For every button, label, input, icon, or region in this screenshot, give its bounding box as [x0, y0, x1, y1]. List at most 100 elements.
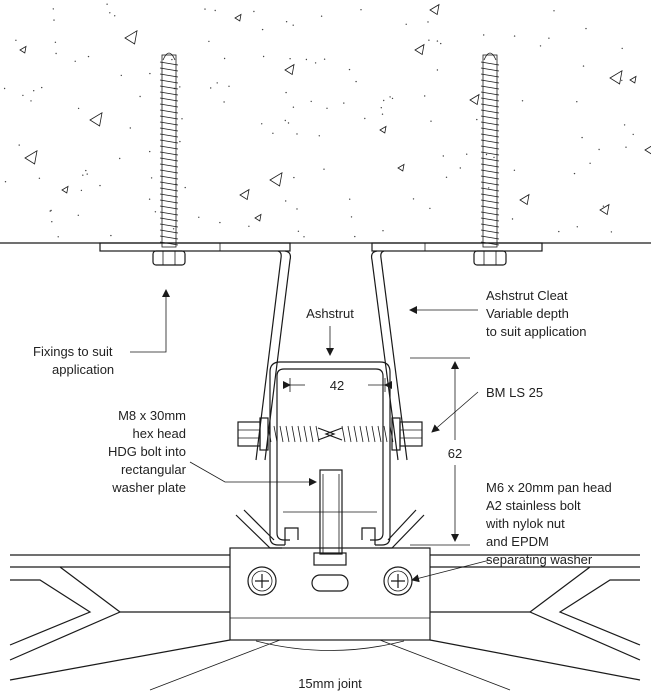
aggregate-mark — [519, 193, 530, 206]
aggregate-dot — [129, 127, 131, 129]
aggregate-dot — [18, 144, 20, 146]
aggregate-dot — [284, 119, 286, 122]
aggregate-dot — [216, 82, 218, 84]
aggregate-mark — [61, 185, 69, 194]
aggregate-dot — [553, 10, 555, 12]
aggregate-dot — [485, 153, 488, 156]
aggregate-dot — [228, 85, 230, 88]
aggregate-dot — [459, 167, 461, 169]
aggregate-dot — [521, 100, 524, 102]
aggregate-dot — [576, 101, 578, 103]
right-pan-head-bolt — [383, 566, 413, 596]
aggregate-dot — [219, 221, 221, 224]
annotations: Ashstrut Ashstrut Cleat Variable depth t… — [33, 288, 612, 691]
left-pan-head-bolt — [247, 566, 277, 596]
aggregate-dot — [585, 27, 587, 30]
aggregate-dot — [52, 8, 54, 10]
aggregate-dot — [179, 140, 181, 143]
aggregate-dot — [350, 216, 353, 218]
aggregate-dot — [440, 42, 442, 45]
aggregate-dot — [120, 74, 123, 77]
aggregate-dot — [150, 177, 153, 179]
aggregate-dot — [548, 37, 550, 39]
dimension-42: 42 — [283, 378, 392, 393]
aggregate-dot — [210, 87, 212, 89]
aggregate-dot — [38, 177, 41, 179]
aggregate-dot — [625, 146, 627, 148]
dimension-62: 62 — [410, 357, 470, 546]
label-fixings-line-2: application — [52, 362, 114, 377]
aggregate-dot — [364, 117, 366, 120]
label-cleat-line-2: Variable depth — [486, 306, 569, 321]
label-pan-line-2: A2 stainless bolt — [486, 498, 581, 513]
aggregate-mark — [644, 145, 651, 155]
ashstrut-channel — [269, 361, 391, 546]
aggregate-dot — [285, 21, 288, 23]
aggregate-dot — [51, 221, 53, 223]
aggregate-dot — [349, 198, 351, 200]
aggregate-dot — [466, 153, 468, 155]
aggregate-dot — [428, 39, 430, 41]
aggregate-mark — [397, 163, 405, 172]
m8-hex-bolt — [313, 469, 347, 566]
concrete-slab — [0, 0, 651, 244]
cleat-base-plates — [99, 242, 543, 266]
dimension-62-label: 62 — [448, 446, 462, 461]
aggregate-dot — [383, 99, 385, 102]
label-bolt-line-2: hex head — [133, 426, 187, 441]
aggregate-dot — [558, 230, 560, 233]
aggregate-dot — [55, 52, 57, 55]
label-pan-line-4: and EPDM — [486, 534, 549, 549]
aggregate-dot — [323, 168, 325, 170]
aggregate-dot — [391, 97, 394, 100]
aggregate-dot — [296, 133, 298, 135]
aggregate-dot — [285, 200, 287, 202]
aggregate-dot — [82, 174, 84, 176]
label-bolt-line-3: HDG bolt into — [108, 444, 186, 459]
aggregate-dot — [303, 236, 305, 238]
aggregate-mark — [429, 3, 440, 16]
aggregate-dot — [253, 10, 255, 13]
aggregate-dot — [109, 12, 111, 14]
aggregate-dot — [293, 176, 295, 179]
aggregate-dot — [208, 40, 210, 43]
aggregate-mark — [254, 213, 262, 222]
leader-lines — [130, 289, 491, 583]
aggregate-mark — [234, 13, 242, 22]
label-ashstrut: Ashstrut — [306, 306, 354, 321]
aggregate-dot — [429, 207, 431, 210]
aggregate-dot — [15, 39, 17, 41]
aggregate-dot — [427, 21, 429, 23]
label-fixings-line-1: Fixings to suit — [33, 344, 113, 359]
label-joint: 15mm joint — [298, 676, 362, 691]
aggregate-mark — [24, 150, 38, 165]
aggregate-dot — [287, 122, 290, 124]
aggregate-mark — [414, 43, 425, 56]
aggregate-dot — [436, 40, 439, 42]
label-cleat-line-1: Ashstrut Cleat — [486, 288, 568, 303]
aggregate-dot — [261, 123, 263, 125]
aggregate-dot — [296, 208, 298, 210]
aggregate-dot — [214, 9, 216, 12]
aggregate-dot — [204, 8, 206, 10]
label-bolt-line-5: washer plate — [111, 480, 186, 495]
aggregate-dot — [41, 86, 43, 89]
aggregate-dot — [272, 132, 274, 134]
aggregate-dot — [85, 169, 87, 172]
aggregate-dot — [77, 107, 80, 110]
aggregate-dot — [436, 69, 439, 71]
aggregate-dot — [602, 205, 605, 207]
aggregate-dot — [610, 231, 613, 233]
aggregate-dot — [99, 184, 101, 187]
aggregate-dot — [621, 47, 623, 50]
aggregate-dot — [382, 230, 384, 232]
aggregate-dot — [154, 211, 157, 213]
dimension-42-label: 42 — [330, 378, 344, 393]
aggregate-dot — [74, 60, 76, 62]
aggregate-dot — [305, 58, 308, 61]
aggregate-dot — [33, 90, 35, 92]
aggregate-dot — [149, 72, 151, 75]
aggregate-dot — [511, 218, 514, 220]
aggregate-mark — [609, 70, 623, 85]
aggregate-dot — [106, 3, 108, 5]
